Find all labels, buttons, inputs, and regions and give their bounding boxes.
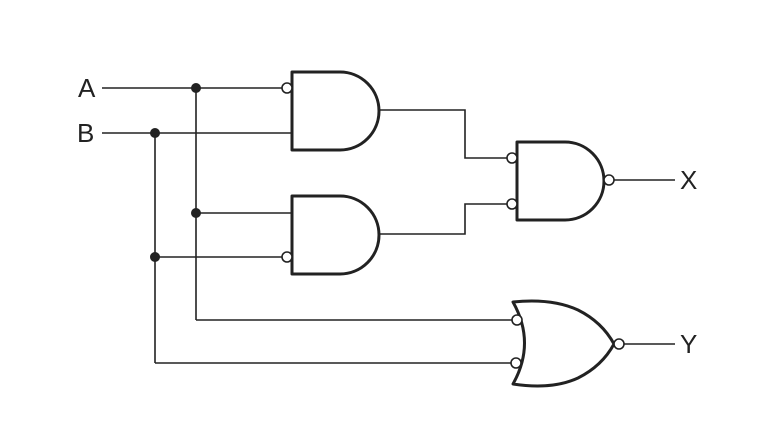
nor-input-bubble-top bbox=[511, 314, 523, 326]
and-gate-1 bbox=[290, 70, 381, 152]
labels: A B X Y bbox=[77, 73, 697, 359]
output-label-y: Y bbox=[680, 329, 697, 359]
gates bbox=[290, 70, 616, 388]
junction-dots bbox=[150, 83, 201, 262]
nand-output-bubble bbox=[603, 174, 615, 186]
and-gate-2 bbox=[290, 194, 381, 276]
wire-and1-to-nand bbox=[378, 109, 507, 159]
junction-a-middle bbox=[191, 208, 201, 218]
nor-input-bubble-bottom bbox=[510, 357, 522, 369]
input-label-b: B bbox=[77, 118, 94, 148]
junction-b-middle bbox=[150, 252, 160, 262]
junction-a-top bbox=[191, 83, 201, 93]
nor-output-bubble bbox=[613, 338, 625, 350]
nand-input-bubble-top bbox=[506, 152, 518, 164]
nand-input-bubble-bottom bbox=[506, 198, 518, 210]
nor-gate bbox=[511, 299, 616, 388]
nand-gate bbox=[515, 140, 606, 222]
junction-b-top bbox=[150, 128, 160, 138]
wires bbox=[102, 87, 675, 364]
and1-input-bubble bbox=[281, 82, 293, 94]
inversion-bubbles bbox=[281, 82, 625, 369]
wire-and2-to-nand bbox=[378, 203, 507, 235]
input-label-a: A bbox=[78, 73, 96, 103]
and2-input-bubble bbox=[281, 251, 293, 263]
output-label-x: X bbox=[680, 165, 697, 195]
